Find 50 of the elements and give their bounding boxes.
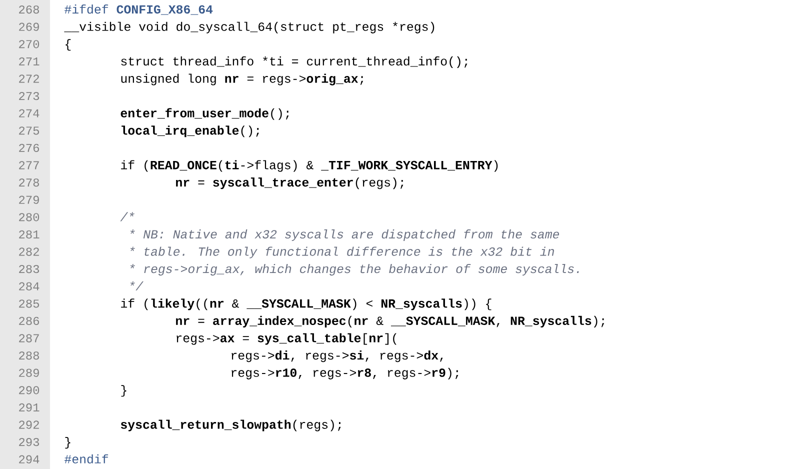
code-line: if (likely((nr & __SYSCALL_MASK) < NR_syscalls)) { bbox=[121, 298, 492, 310]
code-line: regs->ax = sys_call_table[nr]( bbox=[176, 333, 396, 345]
line-number: 277 bbox=[19, 161, 39, 170]
line-number: 272 bbox=[19, 74, 39, 83]
code-line: syscall_return_slowpath(regs); bbox=[120, 420, 341, 432]
code-line: * regs->orig_ax, which changes the behavior of some syscalls. bbox=[130, 264, 579, 276]
code-line: nr = syscall_trace_enter(regs); bbox=[176, 178, 404, 190]
code-line: unsigned long nr = regs->orig_ax; bbox=[121, 74, 364, 86]
code-line: regs->r10, regs->r8, regs->r9); bbox=[232, 368, 458, 380]
code-line: regs->di, regs->si, regs->dx, bbox=[232, 350, 443, 362]
line-number: 280 bbox=[19, 213, 40, 222]
code-line: if (READ_ONCE(ti->flags) & _TIF_WORK_SYSCALL_ENTRY) bbox=[121, 160, 498, 172]
line-number: 278 bbox=[19, 178, 40, 187]
line-number: 269 bbox=[19, 22, 39, 31]
code-line: #endif bbox=[64, 454, 108, 464]
line-number: 276 bbox=[19, 144, 40, 152]
line-number: 271 bbox=[19, 57, 40, 66]
line-number: 273 bbox=[19, 92, 40, 100]
line-number: 270 bbox=[19, 40, 40, 48]
line-number: 268 bbox=[19, 5, 40, 14]
code-line: */ bbox=[130, 281, 144, 290]
line-number: 292 bbox=[19, 420, 39, 429]
code-line: } bbox=[65, 437, 70, 449]
line-number: 275 bbox=[19, 126, 40, 135]
line-number: 274 bbox=[19, 109, 40, 118]
code-line: nr = array_index_nospec(nr & __SYSCALL_MASK, NR_syscalls); bbox=[176, 316, 604, 328]
line-number: 288 bbox=[19, 351, 40, 360]
line-number: 281 bbox=[19, 230, 40, 239]
line-number: 291 bbox=[19, 403, 40, 412]
line-number: 282 bbox=[19, 248, 39, 256]
code-line: enter_from_user_mode(); bbox=[120, 108, 289, 120]
line-number: 284 bbox=[19, 282, 40, 290]
code-line: * table. The only functional difference is the x32 bit in bbox=[130, 246, 554, 258]
code-line: { bbox=[66, 39, 71, 51]
line-number: 294 bbox=[19, 455, 40, 464]
line-number: 285 bbox=[19, 300, 40, 308]
line-number: 289 bbox=[19, 368, 39, 377]
line-number: 287 bbox=[19, 334, 39, 342]
line-number: 279 bbox=[19, 196, 39, 204]
code-line: struct thread_info *ti = current_thread_info(); bbox=[121, 56, 468, 68]
line-number: 293 bbox=[19, 438, 40, 446]
line-number: 290 bbox=[19, 386, 40, 394]
line-number: 283 bbox=[19, 264, 40, 274]
code-line: /* bbox=[120, 212, 134, 222]
line-number: 286 bbox=[19, 316, 40, 326]
code-line: __visible void do_syscall_64(struct pt_regs *regs) bbox=[64, 22, 434, 34]
code-line: local_irq_enable(); bbox=[122, 126, 259, 138]
code-line: #ifdef CONFIG_X86_64 bbox=[64, 4, 213, 15]
code-line: } bbox=[121, 385, 126, 397]
code-line: * NB: Native and x32 syscalls are dispatched from the same bbox=[130, 229, 560, 241]
